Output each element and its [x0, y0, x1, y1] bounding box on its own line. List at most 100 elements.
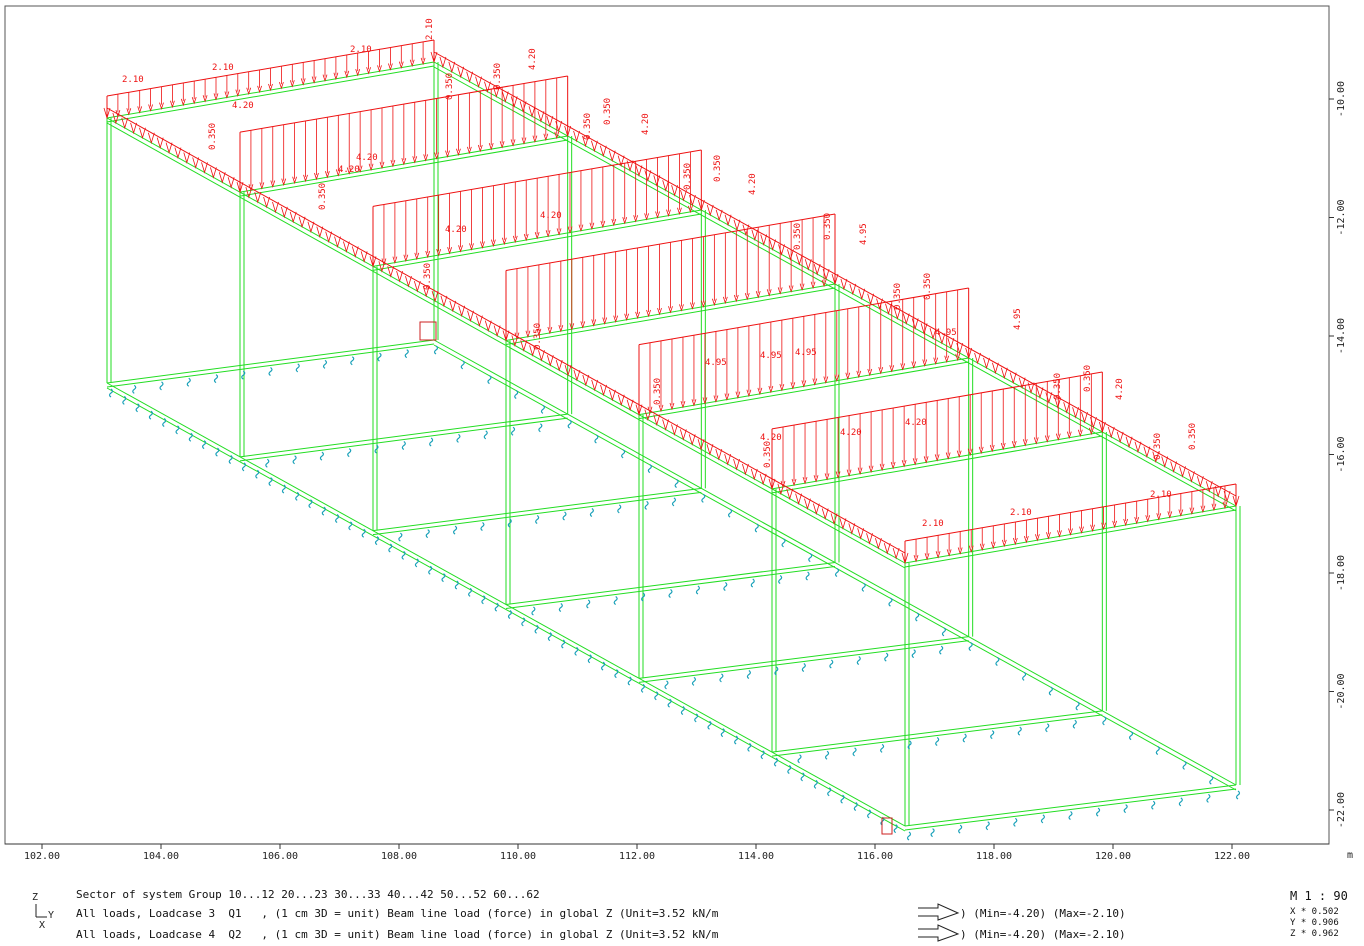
bay-load-label: 4.20 — [760, 433, 782, 443]
ground-beam — [239, 413, 568, 458]
spring-support — [429, 437, 434, 447]
spring-support — [778, 575, 783, 584]
rail-load-arrow — [396, 271, 403, 283]
rail-load-arrow — [422, 285, 430, 298]
rail-load-label: 0.350 — [1053, 373, 1063, 400]
rail-load-arrow — [653, 175, 661, 187]
spring-support — [906, 831, 912, 841]
rail-load-arrow — [697, 439, 705, 451]
rail-load-arrow — [706, 204, 714, 217]
bay-load-label: 4.20 — [540, 211, 562, 221]
ground-beam — [372, 487, 702, 532]
rail-load-arrow — [885, 303, 892, 315]
rail-load-arrow — [974, 352, 981, 365]
footer-sector-line: Sector of system Group 10...12 20...23 3… — [76, 888, 540, 901]
rail-load-arrow — [706, 444, 714, 456]
bay-load-label: 4.20 — [232, 101, 254, 111]
cross-beam — [239, 139, 568, 197]
x-tick-label: 102.00 — [24, 851, 60, 862]
rail-load-arrow — [467, 310, 474, 323]
spring-support — [374, 536, 380, 546]
spring-support — [540, 404, 546, 414]
spring-support — [601, 661, 606, 671]
rail-load-arrow — [688, 434, 696, 446]
spring-support — [494, 602, 499, 612]
spring-support — [567, 419, 572, 429]
rail-load-arrow — [813, 264, 821, 276]
spring-support — [840, 794, 845, 804]
factor-x: X * 0.502 — [1290, 907, 1339, 917]
rail-load-arrow — [1000, 367, 1008, 380]
rail-load-arrow — [289, 211, 297, 224]
rail-load-arrow — [573, 369, 581, 382]
spring-support — [613, 596, 618, 605]
rail-load-arrow — [555, 360, 563, 372]
x-tick-label: 106.00 — [262, 851, 298, 862]
ground-beam — [106, 343, 435, 388]
rail-load-arrow — [298, 216, 306, 229]
rail-load-arrow — [608, 150, 616, 163]
spring-support — [292, 455, 297, 465]
spring-support — [781, 538, 786, 548]
node-marker — [881, 817, 893, 835]
rail-load-arrow — [1188, 471, 1195, 483]
bay-load-label: 4.20 — [356, 153, 378, 163]
spring-support — [425, 529, 430, 539]
ground-beam — [505, 562, 836, 605]
rail-load-label: 0.350 — [923, 273, 933, 300]
spring-support — [995, 657, 1000, 666]
spring-support — [644, 500, 649, 510]
spring-support — [1068, 811, 1073, 820]
rail-load-arrow — [405, 275, 412, 288]
spring-support — [132, 384, 137, 394]
rail-load-arrow — [475, 76, 482, 89]
rail-load-arrow — [130, 122, 137, 135]
rail-load-arrow — [351, 246, 359, 258]
rail-load-arrow — [600, 384, 607, 397]
spring-support — [829, 659, 834, 669]
longitudinal-beam — [106, 387, 906, 832]
rail-load-arrow — [493, 325, 501, 337]
spring-support — [824, 750, 830, 760]
spring-support — [915, 612, 920, 622]
ground-beam — [904, 784, 1237, 827]
rail-load-arrow — [778, 244, 785, 256]
rail-load-label: 0.350 — [208, 123, 218, 150]
spring-support — [808, 553, 813, 563]
rail-load-arrow — [804, 498, 811, 511]
spring-support — [468, 587, 473, 597]
spring-support — [562, 511, 567, 521]
rail-load-label: 0.350 — [1083, 365, 1093, 392]
spring-support — [990, 730, 995, 740]
rail-load-arrow — [609, 389, 616, 402]
rail-load-arrow — [413, 280, 421, 293]
spring-support — [962, 733, 967, 743]
spring-support — [483, 430, 488, 440]
frame-structure — [106, 61, 1241, 832]
ground-beam — [106, 339, 435, 384]
ground-beam — [771, 714, 1103, 757]
spring-support — [1095, 807, 1101, 817]
spring-support — [538, 423, 543, 433]
spring-support — [202, 440, 207, 450]
spring-support — [1075, 701, 1080, 711]
spring-support — [1013, 817, 1018, 827]
rail-load-arrow — [1072, 407, 1079, 419]
rail-load-label: 0.350 — [683, 163, 693, 190]
cross-beam — [638, 361, 969, 420]
spring-support — [985, 821, 990, 831]
rail-load-arrow — [876, 298, 883, 311]
spring-support — [162, 418, 167, 428]
spring-support — [108, 388, 114, 398]
spring-support — [1045, 723, 1050, 733]
spring-support — [797, 754, 802, 764]
spring-support — [586, 599, 591, 609]
spring-support — [268, 477, 273, 487]
spring-support — [441, 573, 446, 583]
rail-load-arrow — [280, 206, 288, 219]
spring-support — [507, 610, 513, 619]
rail-load-arrow — [947, 338, 955, 350]
rail-load-arrow — [156, 137, 164, 150]
